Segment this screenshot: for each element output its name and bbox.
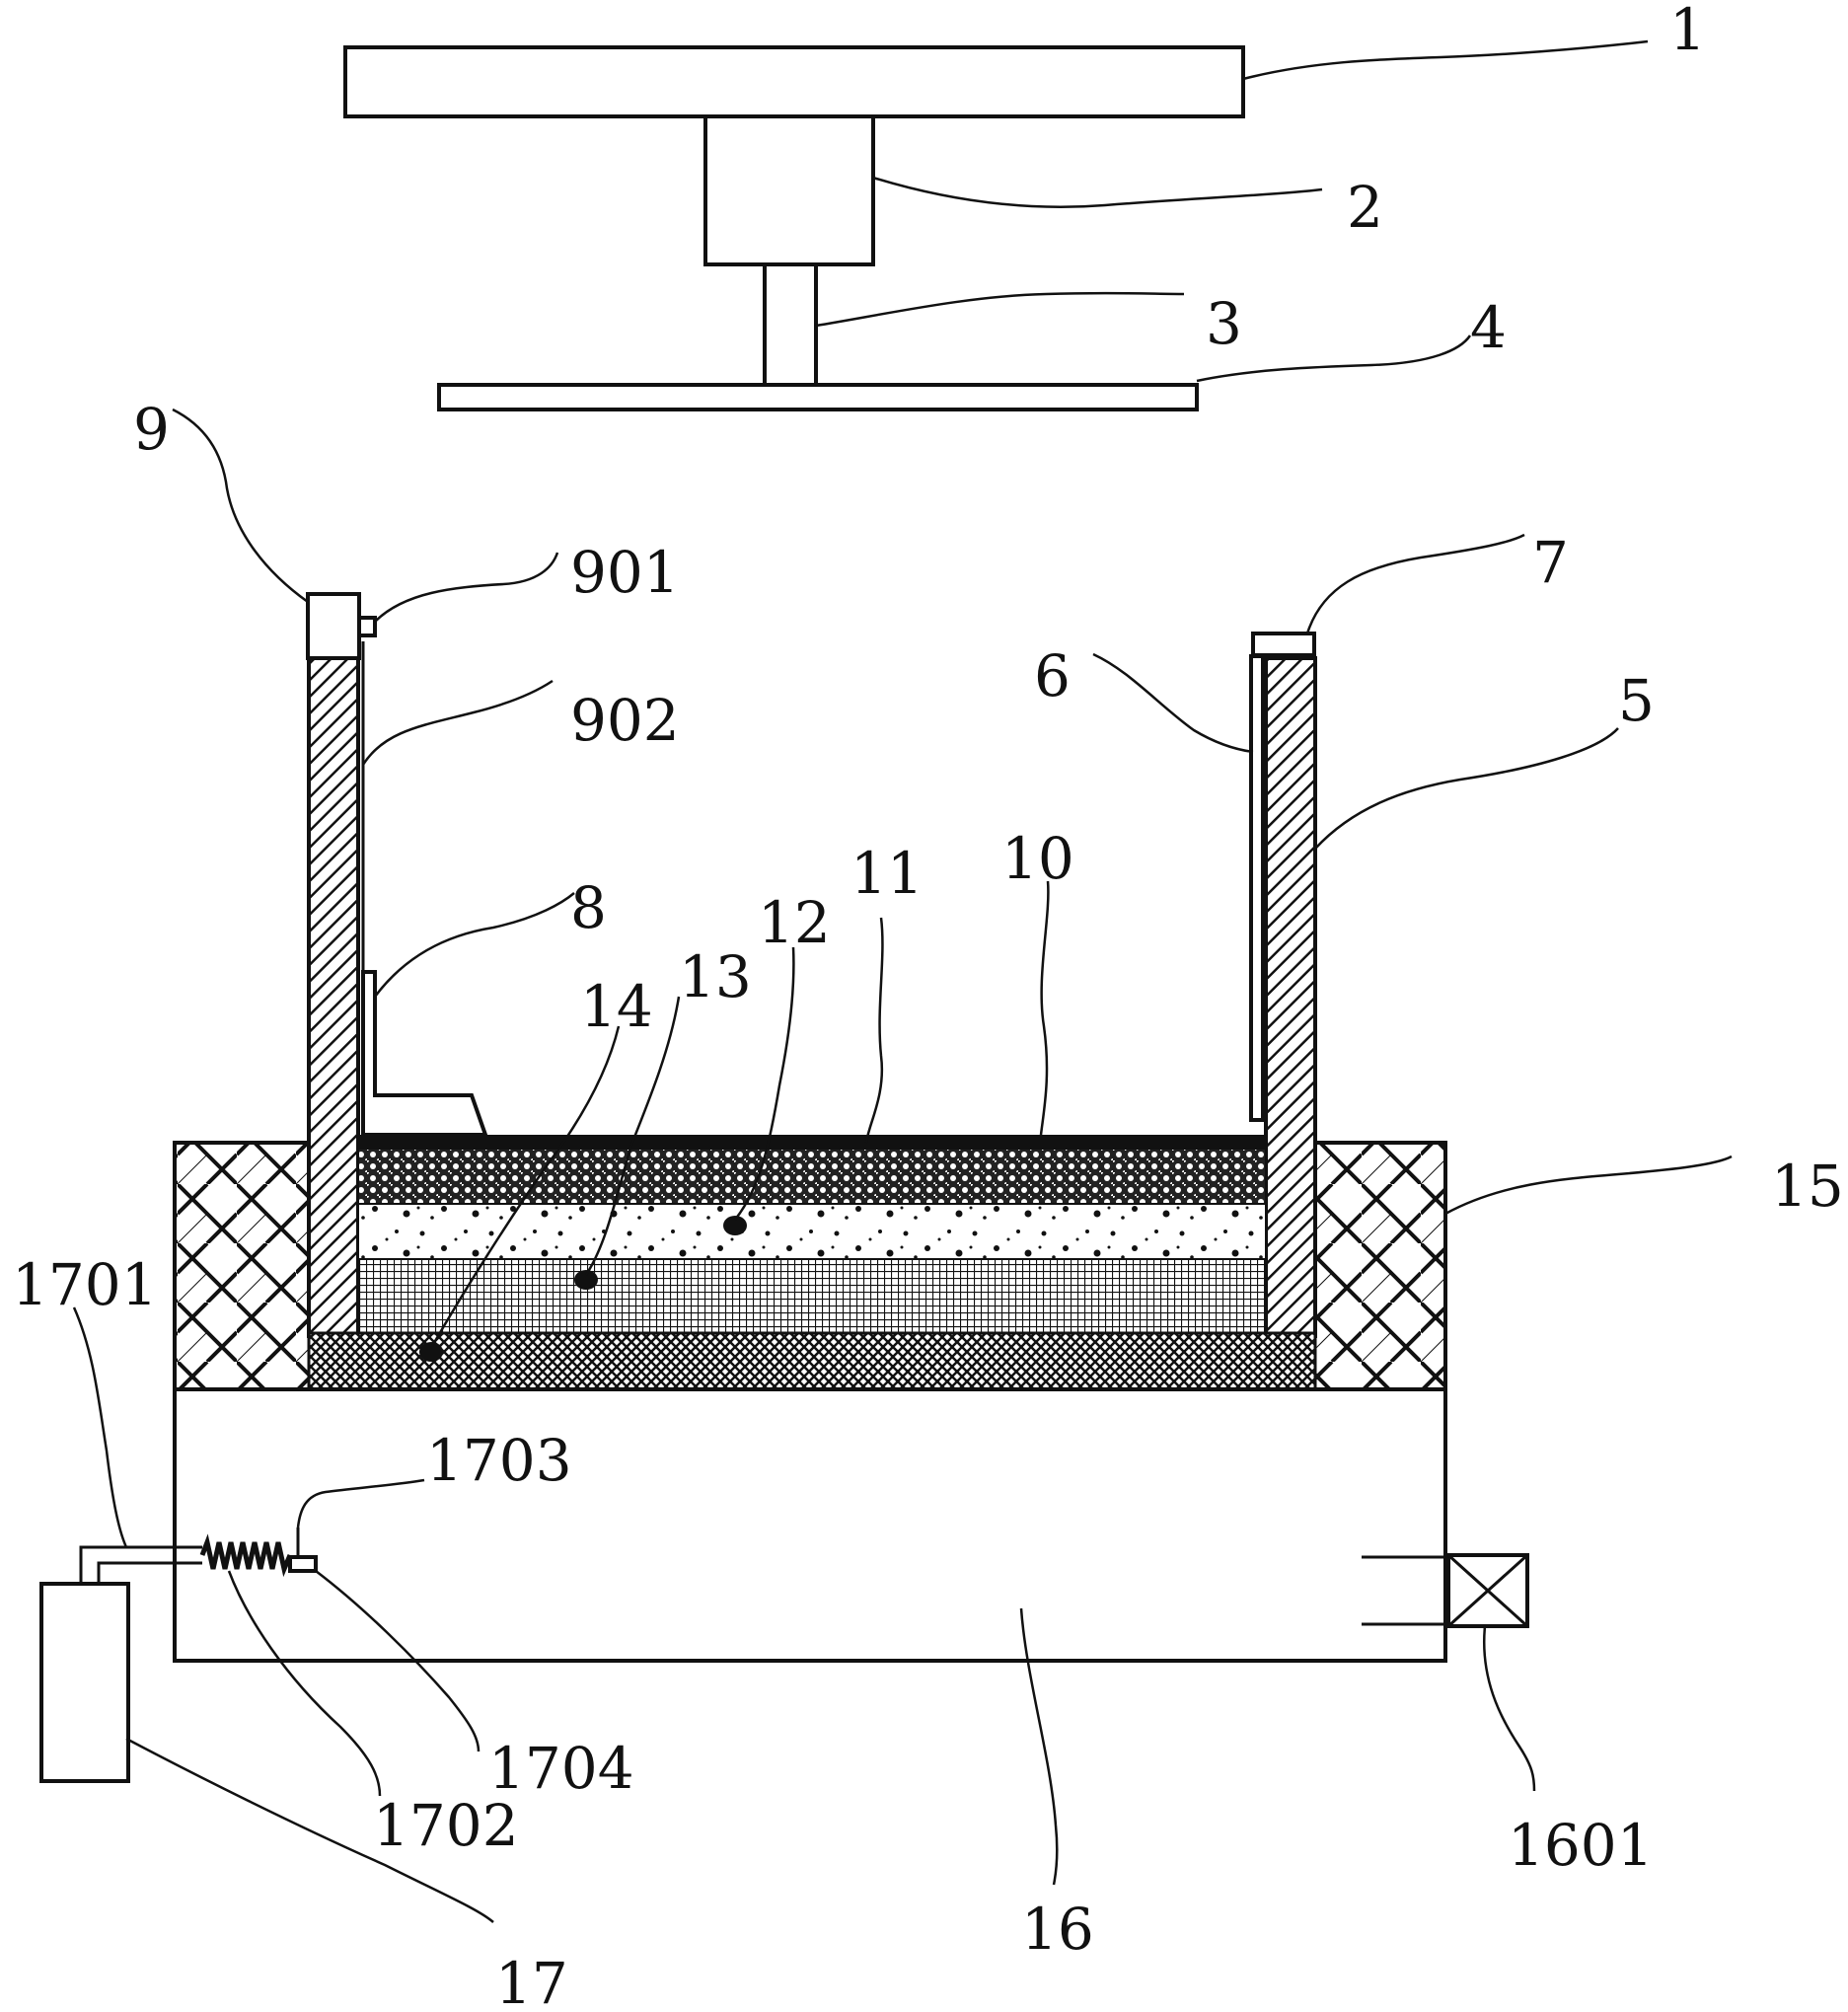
layer-14 bbox=[307, 1331, 1317, 1391]
leader-1 bbox=[1242, 39, 1649, 81]
label-16: 16 bbox=[1021, 1896, 1094, 1963]
leader-17 bbox=[125, 1737, 494, 1923]
cap-left-9 bbox=[306, 592, 361, 660]
leader-7 bbox=[1305, 533, 1525, 634]
label-1703: 1703 bbox=[426, 1427, 572, 1494]
insulation-right-15 bbox=[1310, 1141, 1447, 1391]
leader-3 bbox=[815, 291, 1185, 328]
liner-right-6 bbox=[1249, 654, 1265, 1122]
leader-901 bbox=[374, 552, 559, 623]
label-902: 902 bbox=[570, 687, 680, 754]
leader-13 bbox=[584, 996, 681, 1276]
leader-1704 bbox=[315, 1570, 480, 1752]
shaft-3 bbox=[763, 262, 818, 387]
layer-11 bbox=[357, 1148, 1267, 1205]
leader-12 bbox=[734, 946, 795, 1221]
label-17: 17 bbox=[495, 1950, 568, 2012]
leader-16 bbox=[1019, 1607, 1059, 1886]
wall-right-5 bbox=[1264, 656, 1317, 1338]
label-1704: 1704 bbox=[488, 1735, 634, 1802]
leader-6 bbox=[1092, 652, 1254, 754]
label-5: 5 bbox=[1618, 667, 1655, 734]
leader-9 bbox=[172, 408, 309, 604]
label-13: 13 bbox=[679, 943, 752, 1010]
leader-902 bbox=[361, 679, 554, 766]
label-14: 14 bbox=[580, 973, 653, 1040]
marker-14 bbox=[419, 1342, 443, 1362]
label-10: 10 bbox=[1001, 825, 1074, 892]
label-12: 12 bbox=[758, 889, 831, 956]
leader-11 bbox=[864, 917, 884, 1144]
label-8: 8 bbox=[570, 874, 607, 941]
label-9: 9 bbox=[133, 396, 170, 463]
leader-5 bbox=[1314, 727, 1619, 850]
valve-x-2 bbox=[1446, 1553, 1529, 1628]
press-plate-4 bbox=[437, 383, 1199, 411]
top-plate-1 bbox=[343, 45, 1245, 118]
label-901: 901 bbox=[570, 539, 680, 606]
label-15: 15 bbox=[1771, 1153, 1844, 1220]
leader-8 bbox=[374, 892, 575, 998]
label-7: 7 bbox=[1532, 529, 1569, 596]
leader-4 bbox=[1196, 335, 1472, 383]
leader-1702 bbox=[227, 1570, 382, 1797]
scraper-8 bbox=[361, 970, 488, 1137]
leader-14 bbox=[429, 1025, 621, 1349]
label-11: 11 bbox=[850, 840, 924, 907]
insulation-left-15 bbox=[173, 1141, 315, 1391]
spring-1702 bbox=[199, 1533, 293, 1578]
marker-12 bbox=[723, 1216, 747, 1235]
marker-13 bbox=[574, 1270, 598, 1290]
label-1601: 1601 bbox=[1508, 1812, 1654, 1879]
label-1701: 1701 bbox=[12, 1251, 158, 1318]
label-2: 2 bbox=[1347, 174, 1383, 241]
leader-1701 bbox=[72, 1306, 128, 1548]
leader-2 bbox=[872, 176, 1323, 208]
gas-pipe-1701 bbox=[79, 1545, 202, 1584]
label-4: 4 bbox=[1470, 294, 1507, 361]
gas-cylinder-17 bbox=[39, 1582, 130, 1783]
motor-housing-2 bbox=[703, 114, 875, 266]
label-6: 6 bbox=[1034, 642, 1071, 709]
leader-10 bbox=[1039, 880, 1050, 1136]
cap-right-7 bbox=[1251, 632, 1316, 657]
base-tank-16 bbox=[173, 1387, 1447, 1663]
label-1: 1 bbox=[1669, 0, 1706, 63]
stopper-1704 bbox=[288, 1555, 318, 1573]
leader-1703 bbox=[296, 1478, 425, 1528]
layer-10 bbox=[358, 1135, 1266, 1149]
sensor-901 bbox=[357, 616, 377, 637]
leader-1601 bbox=[1483, 1625, 1536, 1792]
layer-12 bbox=[357, 1203, 1267, 1260]
label-3: 3 bbox=[1206, 290, 1242, 357]
layer-13 bbox=[357, 1258, 1267, 1334]
wall-left-5 bbox=[307, 656, 360, 1338]
label-1702: 1702 bbox=[373, 1792, 519, 1859]
leader-15 bbox=[1444, 1155, 1733, 1216]
